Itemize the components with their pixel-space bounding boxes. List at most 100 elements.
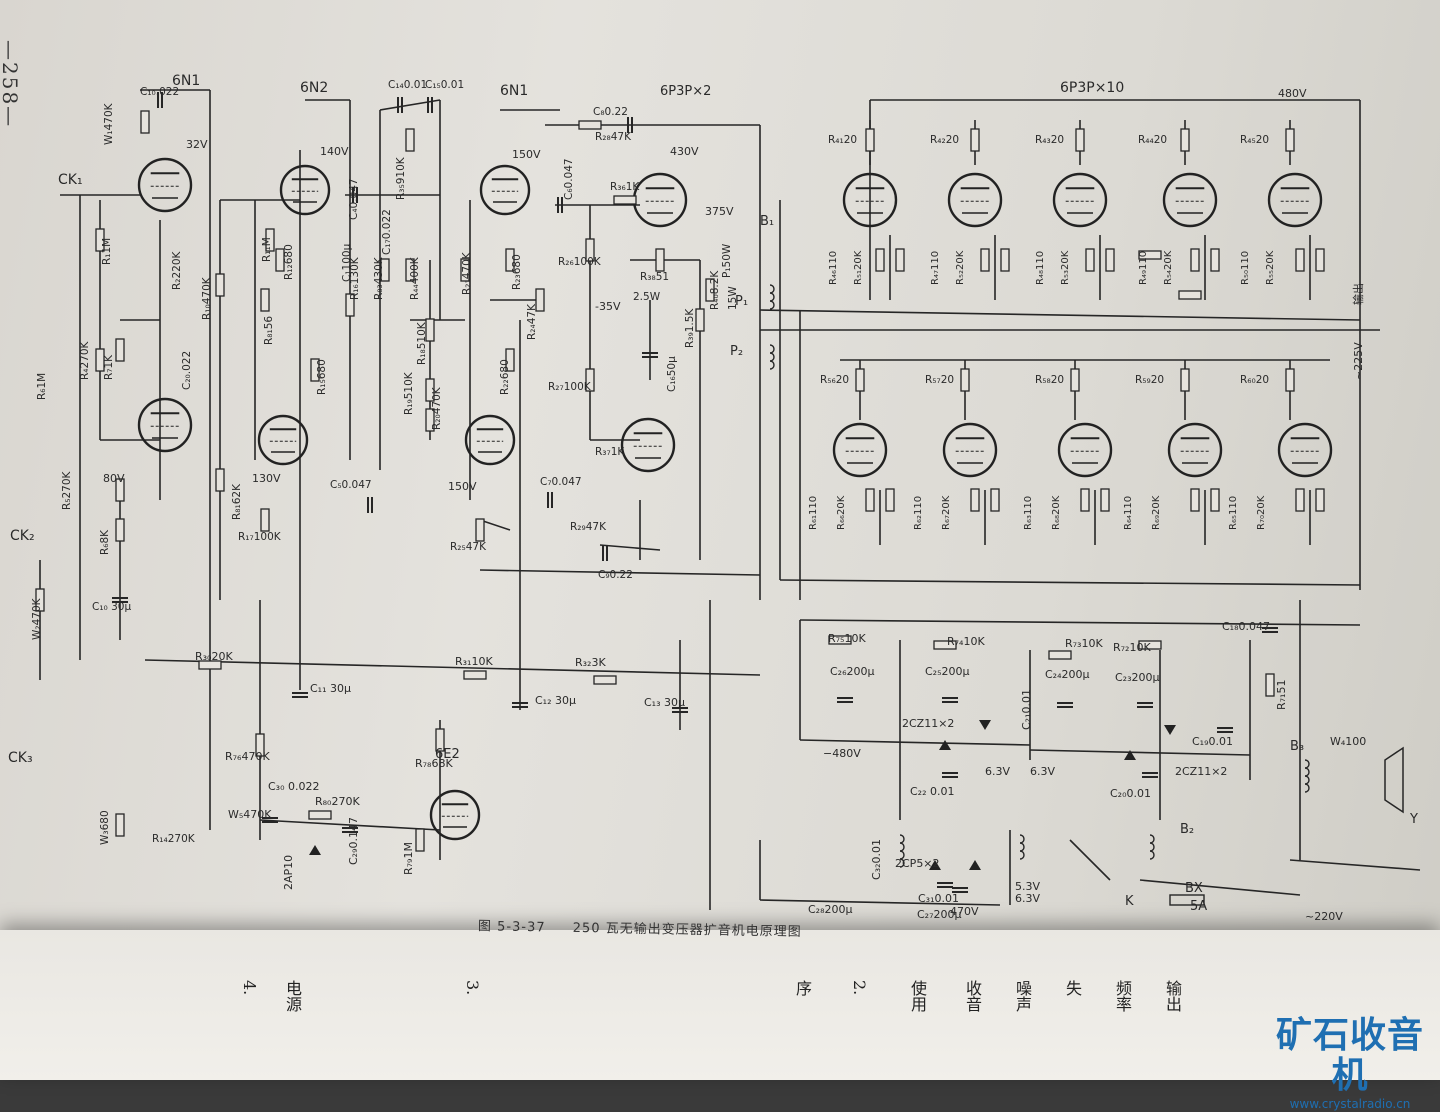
component-label-mid: R₂₅47K — [450, 541, 487, 553]
component-label-mid: 2.5W — [633, 291, 661, 303]
transformer-B2 — [899, 858, 905, 868]
passive-components — [35, 92, 1404, 906]
component-label-mid: R₂₉47K — [570, 521, 607, 533]
component-label-power: C₂₈200μ — [808, 903, 853, 916]
book-page — [0, 0, 1440, 1080]
component-label-mid: R₁₈510K — [416, 321, 428, 365]
resistor — [505, 248, 515, 272]
component-label-left: C₄0.047 — [348, 178, 360, 220]
component-label-mid: R₂₄47K — [526, 303, 538, 340]
resistor — [255, 733, 265, 757]
diode — [939, 740, 951, 750]
component-label-output-bottom: R₆₂110 — [913, 496, 924, 530]
transformer-label: B₁ — [760, 214, 774, 229]
wire — [144, 659, 761, 676]
component-label-mid: R₂₂680 — [499, 359, 511, 395]
component-label-left: C₅0.047 — [330, 479, 372, 491]
output-tube-top-3 — [1162, 172, 1218, 228]
voltage-label: ~220V — [1305, 910, 1343, 923]
resistor — [1295, 488, 1305, 512]
component-label-power: R₃₂3K — [575, 656, 606, 669]
component-label-output-bottom: R₆₄110 — [1123, 496, 1134, 530]
transformer-B3 — [1304, 783, 1310, 793]
resistor — [308, 810, 332, 820]
component-label-left: R₁1M — [101, 238, 113, 265]
component-label-output-top: R₄₆110 — [828, 251, 839, 285]
component-label-left: R₁₇100K — [238, 531, 282, 543]
wire — [1069, 839, 1111, 881]
component-label-mid: C₁₆50μ — [666, 356, 678, 392]
voltage-label: ~225V — [1352, 342, 1365, 380]
component-label-left: R₅270K — [61, 470, 73, 510]
component-label-power: C₂₇200μ — [917, 908, 962, 921]
component-label-mid: R₃₈51 — [640, 271, 669, 283]
output-tube-top-1 — [947, 172, 1003, 228]
component-label-output-top: R₅₅20K — [1265, 250, 1276, 285]
resistor — [1295, 248, 1305, 272]
next-page-fragment: 频率 — [1113, 980, 1132, 1012]
input-jack-CK2: CK₂ — [10, 528, 35, 544]
resistor — [435, 728, 445, 752]
resistor — [463, 670, 487, 680]
component-label-power: C₃₂0.01 — [870, 839, 883, 880]
component-label-power: R₃₀20K — [195, 650, 233, 663]
component-label-left: C₁100μ — [341, 243, 353, 282]
fuse-BX — [1169, 894, 1205, 906]
component-label-left: R₁₂680 — [283, 244, 295, 280]
component-label-left: C₁₀.022 — [140, 86, 179, 98]
component-label-mid: R₂₀470K — [431, 386, 443, 430]
tube-6 — [632, 172, 688, 228]
resistor — [1285, 128, 1295, 152]
component-label-mid: R₄₄400K — [409, 256, 421, 300]
component-label-power: R₇₆470K — [225, 750, 270, 763]
transformer-label: K — [1125, 894, 1134, 909]
voltage-label: 480V — [1278, 87, 1307, 100]
resistor — [95, 228, 105, 252]
resistor — [970, 488, 980, 512]
component-label-left: W₂470K — [31, 597, 43, 640]
output-tube-bottom-0 — [832, 422, 888, 478]
component-label-output-top: R₄₅20 — [1240, 134, 1269, 146]
voltage-label: 430V — [670, 145, 699, 158]
component-label-mid: R₁₉510K — [403, 371, 415, 415]
resistor — [933, 640, 957, 650]
transformer-B3 — [1304, 775, 1310, 785]
resistor — [1048, 650, 1072, 660]
tube-2 — [279, 164, 331, 216]
tube-1 — [137, 397, 193, 453]
input-jack-CK1: CK₁ — [58, 172, 83, 188]
component-label-output-top: R₅₄20K — [1163, 250, 1174, 285]
next-page-fragment: 电源 — [283, 980, 302, 1012]
component-label-output-bottom: R₆₅110 — [1228, 496, 1239, 530]
resistor — [1080, 488, 1090, 512]
resistor — [593, 675, 617, 685]
component-label-left: W₃680 — [99, 810, 111, 845]
transformer-B1-secondary — [769, 344, 775, 354]
transformer-B2 — [1019, 842, 1025, 852]
wire — [1029, 749, 1251, 756]
resistor — [1210, 488, 1220, 512]
component-label-mid: C₆0.047 — [563, 158, 575, 200]
voltage-label: 140V — [320, 145, 349, 158]
output-tube-bottom-1 — [942, 422, 998, 478]
tube-3 — [257, 414, 309, 466]
component-label-power: C₂₀0.01 — [1110, 787, 1151, 800]
resistor — [115, 813, 125, 837]
resistor — [1085, 248, 1095, 272]
component-label-output-bottom: R₆₆20K — [836, 495, 847, 530]
transformer-B1-primary — [769, 284, 775, 294]
component-label-power: R₈₀270K — [315, 795, 360, 808]
component-label-left: R₆8K — [99, 529, 111, 555]
component-label-power: R₇₁51 — [1275, 680, 1288, 710]
component-label-mid: R₃₆1K — [610, 181, 640, 193]
output-tube-top-2 — [1052, 172, 1108, 228]
resistor — [95, 348, 105, 372]
transformer-B3 — [1304, 767, 1310, 777]
component-label-output-top: R₅₀110 — [1240, 251, 1251, 285]
wire — [1139, 879, 1301, 896]
component-label-power: 2CZ11×2 — [902, 717, 954, 730]
resistor — [1315, 248, 1325, 272]
transformer-B2 — [1149, 834, 1155, 844]
voltage-label: 80V — [103, 472, 125, 485]
